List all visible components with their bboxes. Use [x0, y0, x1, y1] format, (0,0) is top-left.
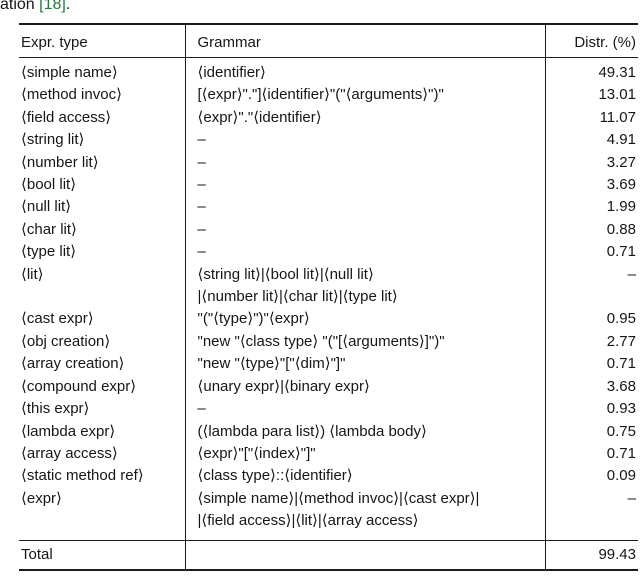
expr-type-cell: ⟨string lit⟩ — [21, 131, 85, 149]
expr-type-cell: ⟨expr⟩ — [21, 489, 62, 507]
distr-cell: 3.27 — [544, 151, 638, 175]
expr-type-cell: ⟨array access⟩ — [21, 444, 118, 462]
text-before-citation: ation — [0, 0, 40, 13]
table-row: ⟨char lit⟩ – 0.88 — [19, 218, 638, 242]
grammar-cell: – — [184, 129, 545, 152]
table-row: ⟨array access⟩ ⟨expr⟩"["⟨index⟩"]" 0.71 — [19, 442, 638, 466]
text-after-citation: . — [65, 0, 71, 13]
grammar-cell: [⟨expr⟩"."]⟨identifier⟩"("⟨arguments⟩")" — [184, 84, 545, 107]
total-grammar-empty — [184, 539, 545, 570]
expr-type-cell: ⟨type lit⟩ — [21, 243, 77, 261]
expr-type-cell: ⟨this expr⟩ — [21, 400, 90, 418]
table-row: ⟨simple name⟩ ⟨identifier⟩ 49.31 — [19, 57, 638, 85]
grammar-cell: – — [184, 196, 545, 219]
distr-cell: 3.68 — [544, 375, 638, 399]
table-row: ⟨compound expr⟩ ⟨unary expr⟩|⟨binary exp… — [19, 375, 638, 399]
distr-cell: 0.95 — [544, 308, 638, 331]
table-row: ⟨lit⟩ ⟨string lit⟩|⟨bool lit⟩|⟨null lit⟩… — [19, 263, 638, 309]
expr-type-cell: ⟨obj creation⟩ — [21, 332, 111, 350]
expr-type-cell: ⟨array creation⟩ — [21, 355, 125, 373]
grammar-cell: "("⟨type⟩")"⟨expr⟩ — [184, 308, 545, 331]
expr-type-cell: ⟨field access⟩ — [21, 108, 112, 126]
table-row: ⟨this expr⟩ – 0.93 — [19, 398, 638, 421]
total-label: Total — [19, 539, 185, 570]
grammar-cell: "new "⟨type⟩"["⟨dim⟩"]" — [184, 353, 545, 376]
expr-type-cell: ⟨null lit⟩ — [21, 198, 72, 216]
grammar-cell: ⟨string lit⟩|⟨bool lit⟩|⟨null lit⟩ |⟨num… — [184, 263, 545, 309]
grammar-cell: ⟨class type⟩::⟨identifier⟩ — [184, 465, 545, 488]
expr-type-cell: ⟨number lit⟩ — [21, 153, 99, 171]
expr-type-cell: ⟨method invoc⟩ — [21, 86, 122, 104]
distr-cell: 3.69 — [544, 174, 638, 197]
expr-type-cell: ⟨compound expr⟩ — [21, 377, 137, 395]
grammar-cell: – — [184, 218, 545, 242]
distr-cell: 2.77 — [544, 330, 638, 354]
body-text-fragment: ation [18]. — [0, 0, 70, 14]
table-row: ⟨field access⟩ ⟨expr⟩"."⟨identifier⟩ 11.… — [19, 106, 638, 130]
distr-cell: 0.88 — [544, 218, 638, 242]
header-grammar: Grammar — [184, 24, 545, 58]
distr-cell: 0.75 — [544, 420, 638, 443]
table-row: ⟨lambda expr⟩ (⟨lambda para list⟩) ⟨lamb… — [19, 420, 638, 443]
table-row: ⟨cast expr⟩ "("⟨type⟩")"⟨expr⟩ 0.95 — [19, 308, 638, 331]
total-row: Total 99.43 — [19, 539, 638, 570]
grammar-cell: ⟨expr⟩"."⟨identifier⟩ — [184, 106, 545, 130]
expr-type-cell: ⟨cast expr⟩ — [21, 310, 94, 328]
expr-type-cell: ⟨char lit⟩ — [21, 220, 77, 238]
grammar-cell: "new "⟨class type⟩ "("[⟨arguments⟩]")" — [184, 330, 545, 354]
grammar-cell: ⟨expr⟩"["⟨index⟩"]" — [184, 442, 545, 466]
grammar-cell: – — [184, 151, 545, 175]
distr-cell: – — [544, 487, 638, 541]
grammar-cell: ⟨unary expr⟩|⟨binary expr⟩ — [184, 375, 545, 399]
expr-type-cell: ⟨lit⟩ — [21, 265, 44, 283]
table-row: ⟨bool lit⟩ – 3.69 — [19, 174, 638, 197]
distr-cell: 0.71 — [544, 241, 638, 264]
grammar-cell: (⟨lambda para list⟩) ⟨lambda body⟩ — [184, 420, 545, 443]
distr-cell: – — [544, 263, 638, 309]
table-row: ⟨array creation⟩ "new "⟨type⟩"["⟨dim⟩"]"… — [19, 353, 638, 376]
header-expr-type: Expr. type — [19, 24, 185, 58]
distr-cell: 0.93 — [544, 398, 638, 421]
table-row: ⟨number lit⟩ – 3.27 — [19, 151, 638, 175]
expr-type-cell: ⟨static method ref⟩ — [21, 467, 144, 485]
distr-cell: 11.07 — [544, 106, 638, 130]
table-row: ⟨obj creation⟩ "new "⟨class type⟩ "("[⟨a… — [19, 330, 638, 354]
table-row: ⟨static method ref⟩ ⟨class type⟩::⟨ident… — [19, 465, 638, 488]
distr-cell: 0.71 — [544, 442, 638, 466]
expr-distribution-table: Expr. type Grammar Distr. (%) ⟨simple na… — [19, 23, 638, 571]
grammar-cell: – — [184, 398, 545, 421]
distr-cell: 4.91 — [544, 129, 638, 152]
distr-cell: 0.09 — [544, 465, 638, 488]
grammar-cell: ⟨simple name⟩|⟨method invoc⟩|⟨cast expr⟩… — [184, 487, 545, 541]
citation-link[interactable]: [18] — [39, 0, 66, 13]
distr-cell: 0.71 — [544, 353, 638, 376]
header-row: Expr. type Grammar Distr. (%) — [19, 24, 638, 58]
distr-cell: 1.99 — [544, 196, 638, 219]
expr-type-cell: ⟨simple name⟩ — [21, 64, 118, 81]
table-row: ⟨string lit⟩ – 4.91 — [19, 129, 638, 152]
grammar-cell: – — [184, 241, 545, 264]
distr-cell: 13.01 — [544, 84, 638, 107]
grammar-cell: – — [184, 174, 545, 197]
table-row: ⟨type lit⟩ – 0.71 — [19, 241, 638, 264]
expr-type-cell: ⟨bool lit⟩ — [21, 176, 77, 194]
table-row: ⟨expr⟩ ⟨simple name⟩|⟨method invoc⟩|⟨cas… — [19, 487, 638, 541]
expr-type-cell: ⟨lambda expr⟩ — [21, 422, 116, 440]
total-value: 99.43 — [544, 539, 638, 570]
table-row: ⟨method invoc⟩ [⟨expr⟩"."]⟨identifier⟩"(… — [19, 84, 638, 107]
grammar-cell: ⟨identifier⟩ — [184, 57, 545, 85]
distr-cell: 49.31 — [544, 57, 638, 85]
header-distr: Distr. (%) — [544, 24, 638, 58]
table-row: ⟨null lit⟩ – 1.99 — [19, 196, 638, 219]
